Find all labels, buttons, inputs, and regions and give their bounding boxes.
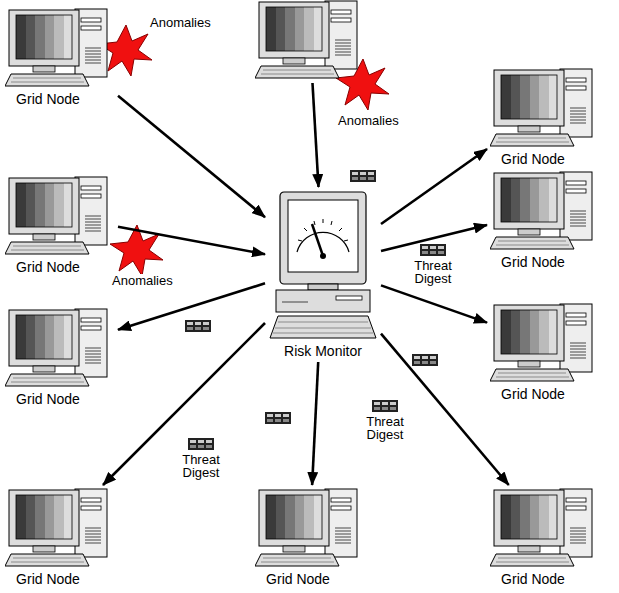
- node-label: Grid Node: [5, 91, 91, 107]
- packet-icon: [412, 354, 438, 366]
- node-label: Grid Node: [490, 571, 576, 587]
- computer-icon: [5, 308, 115, 388]
- flow-arrow: [103, 323, 265, 485]
- edge-label: Anomalies: [112, 274, 173, 287]
- computer-icon: [5, 488, 115, 568]
- computer-icon: [5, 176, 115, 256]
- computer-icon: [255, 0, 365, 80]
- packet-icon: [265, 412, 291, 424]
- computer-node: Grid Node: [490, 303, 600, 402]
- computer-icon: [490, 303, 600, 383]
- monitor-node: Risk Monitor: [268, 190, 378, 359]
- flow-arrow: [118, 283, 265, 329]
- edge-label: Anomalies: [338, 114, 399, 127]
- packet-icon: [420, 244, 446, 256]
- computer-node: Grid Node: [5, 8, 115, 107]
- computer-node: Grid Node: [490, 171, 600, 270]
- node-label: Risk Monitor: [268, 343, 378, 359]
- flow-arrow: [381, 149, 487, 224]
- computer-icon: [255, 488, 365, 568]
- packet-icon: [185, 320, 211, 332]
- flow-arrow: [381, 334, 509, 485]
- flow-arrow: [312, 83, 318, 187]
- node-label: Grid Node: [490, 254, 576, 270]
- flow-arrow: [118, 227, 265, 254]
- computer-node: Grid Node: [5, 176, 115, 275]
- computer-icon: [490, 171, 600, 251]
- computer-icon: [5, 8, 115, 88]
- computer-node: Grid Node: [490, 488, 600, 587]
- node-label: Grid Node: [490, 151, 576, 167]
- node-label: Grid Node: [490, 386, 576, 402]
- packet-icon: [188, 438, 214, 450]
- flow-arrow: [381, 285, 487, 322]
- flow-arrow: [381, 225, 487, 251]
- computer-node: Grid Node: [255, 488, 365, 587]
- packet-icon: [372, 400, 398, 412]
- node-label: Grid Node: [5, 391, 91, 407]
- packet-icon: [350, 170, 376, 182]
- edge-label: Threat Digest: [359, 415, 411, 441]
- computer-node: [255, 0, 365, 80]
- edge-label: Anomalies: [150, 16, 211, 29]
- computer-icon: [490, 488, 600, 568]
- edge-label: Threat Digest: [175, 453, 227, 479]
- edge-label: Threat Digest: [407, 259, 459, 285]
- computer-node: Grid Node: [5, 488, 115, 587]
- node-label: Grid Node: [5, 259, 91, 275]
- node-label: Grid Node: [5, 571, 91, 587]
- flow-arrow: [118, 96, 265, 217]
- computer-icon: [490, 68, 600, 148]
- flow-arrow: [312, 362, 318, 485]
- node-label: Grid Node: [255, 571, 341, 587]
- computer-node: Grid Node: [5, 308, 115, 407]
- gauge-monitor-icon: [268, 190, 378, 340]
- computer-node: Grid Node: [490, 68, 600, 167]
